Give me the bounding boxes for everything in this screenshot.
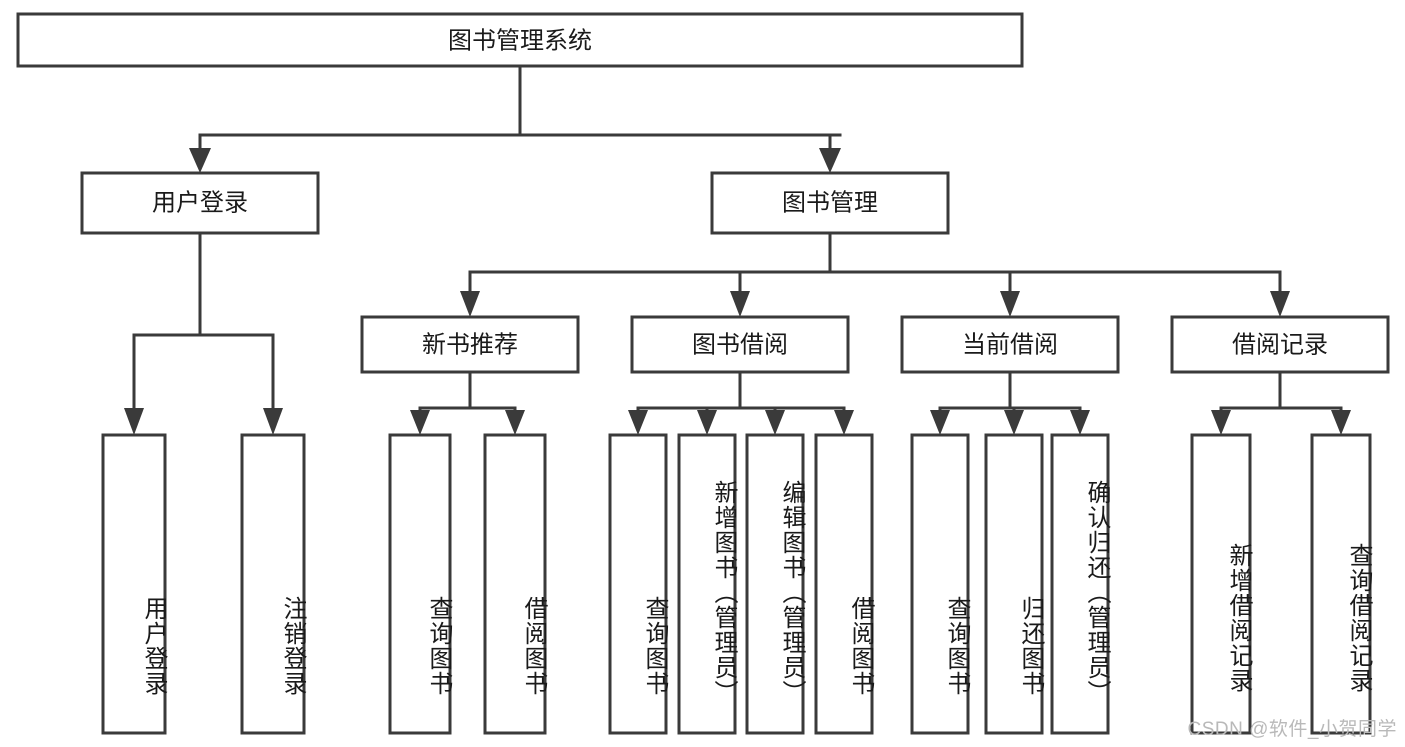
leaf-query-record-box[interactable] — [1310, 433, 1372, 735]
new-book-recommend-box[interactable] — [360, 315, 580, 374]
user-login-box[interactable] — [80, 171, 320, 235]
arrowhead-leaf-borrow-book-2 — [834, 410, 854, 435]
book-borrow-box[interactable] — [630, 315, 850, 374]
csdn-watermark: CSDN @软件_小贺同学 — [1187, 719, 1397, 740]
root-label: 图书管理系统 — [448, 27, 592, 54]
arrowhead-leaf-add-book — [697, 410, 717, 435]
current-borrow-label: 当前借阅 — [962, 331, 1058, 358]
arrowhead-book-borrow — [730, 291, 750, 317]
arrowhead-leaf-user-login — [124, 408, 144, 435]
arrowhead-leaf-edit-book — [765, 410, 785, 435]
arrowhead-leaf-return-book — [1004, 410, 1024, 435]
connectors — [124, 64, 1351, 435]
leaf-add-record-box[interactable] — [1190, 433, 1252, 735]
book-management-box[interactable] — [710, 171, 950, 235]
arrowhead-leaf-query-book-3 — [930, 410, 950, 435]
arrowhead-new-book-recommend — [460, 291, 480, 317]
borrow-record-box[interactable] — [1170, 315, 1390, 374]
leaf-boxes[interactable] — [101, 433, 1372, 735]
node-book-borrow[interactable]: 图书借阅 — [630, 315, 850, 374]
node-new-book-recommend[interactable]: 新书推荐 — [360, 315, 580, 374]
root-box[interactable] — [16, 12, 1024, 68]
node-borrow-record[interactable]: 借阅记录 — [1170, 315, 1390, 374]
arrowhead-leaf-borrow-book-1 — [505, 410, 525, 435]
arrowhead-book-management — [819, 148, 841, 173]
arrowhead-leaf-query-book-1 — [410, 410, 430, 435]
leaf-add-book-box[interactable] — [677, 433, 737, 735]
book-management-label: 图书管理 — [782, 189, 878, 216]
arrowhead-borrow-record — [1270, 291, 1290, 317]
node-book-management[interactable]: 图书管理 — [710, 171, 950, 235]
new-book-recommend-label: 新书推荐 — [422, 331, 518, 358]
user-login-label: 用户登录 — [152, 189, 248, 216]
borrow-record-label: 借阅记录 — [1232, 331, 1328, 358]
arrowhead-current-borrow — [1000, 291, 1020, 317]
current-borrow-box[interactable] — [900, 315, 1120, 374]
leaf-return-book-box[interactable] — [984, 433, 1044, 735]
leaf-logout-box[interactable] — [240, 433, 306, 735]
leaf-user-login-box[interactable] — [101, 433, 167, 735]
arrowhead-leaf-query-record — [1331, 410, 1351, 435]
arrowhead-leaf-confirm-return — [1070, 410, 1090, 435]
arrowhead-user-login — [189, 148, 211, 173]
node-current-borrow[interactable]: 当前借阅 — [900, 315, 1120, 374]
leaf-query-book-3-box[interactable] — [910, 433, 970, 735]
node-user-login[interactable]: 用户登录 — [80, 171, 320, 235]
node-root[interactable]: 图书管理系统 — [16, 12, 1024, 68]
leaf-query-book-1-box[interactable] — [388, 433, 452, 735]
arrowhead-leaf-query-book-2 — [628, 410, 648, 435]
leaf-borrow-book-2-box[interactable] — [814, 433, 874, 735]
leaf-borrow-book-1-box[interactable] — [483, 433, 547, 735]
leaf-query-book-2-box[interactable] — [608, 433, 668, 735]
arrowhead-leaf-logout — [263, 408, 283, 435]
leaf-confirm-return-box[interactable] — [1050, 433, 1110, 735]
arrowhead-leaf-add-record — [1211, 410, 1231, 435]
leaf-edit-book-box[interactable] — [745, 433, 805, 735]
book-borrow-label: 图书借阅 — [692, 331, 788, 358]
